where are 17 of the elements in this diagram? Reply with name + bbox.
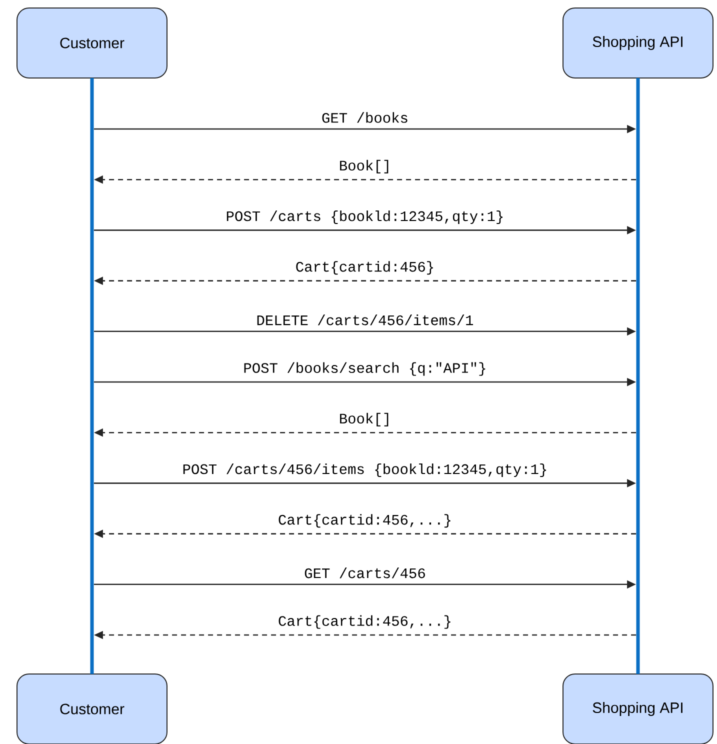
edge-label: Book[] xyxy=(340,412,388,426)
edge-label: Cart{cartid:456,...} xyxy=(278,615,450,629)
edge-label: Book[] xyxy=(340,160,388,174)
actor-box: Shopping API xyxy=(562,674,714,744)
edge-label: POST /books/search {q:"API"} xyxy=(244,362,486,376)
lifeline xyxy=(90,78,94,674)
actor-box: Customer xyxy=(16,674,168,744)
edge-label: POST /carts/456/items {bookld:12345,qty:1} xyxy=(183,463,546,477)
edge-label: Cart{cartid:456,...} xyxy=(278,514,450,528)
edge-label: POST /carts {bookld:12345,qty:1} xyxy=(226,210,503,224)
actor-box: Shopping API xyxy=(562,8,714,78)
edge-label: Cart{cartid:456} xyxy=(296,261,433,275)
edge-label: GET /books xyxy=(322,112,408,123)
edge-label: DELETE /carts/456/items/1 xyxy=(257,314,474,326)
actor-box: Customer xyxy=(16,8,168,78)
edge-label: GET /carts/456 xyxy=(304,568,425,578)
lifeline xyxy=(636,78,640,674)
